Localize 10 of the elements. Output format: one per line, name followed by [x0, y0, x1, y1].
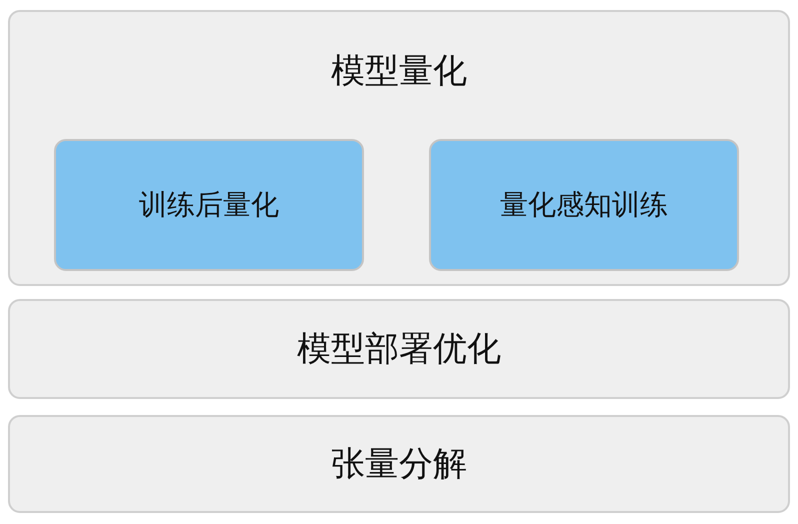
layer-box	[8, 299, 790, 399]
sub-method-box	[429, 139, 739, 271]
layer-box	[8, 10, 790, 286]
sub-method-box	[54, 139, 364, 271]
layer-box	[8, 415, 790, 513]
box-label: 量化感知训练	[499, 187, 669, 223]
box-label: 训练后量化	[138, 187, 280, 223]
box-label: 模型部署优化	[296, 328, 502, 371]
layer-heading: 模型量化	[330, 50, 468, 93]
box-label: 张量分解	[330, 443, 468, 486]
